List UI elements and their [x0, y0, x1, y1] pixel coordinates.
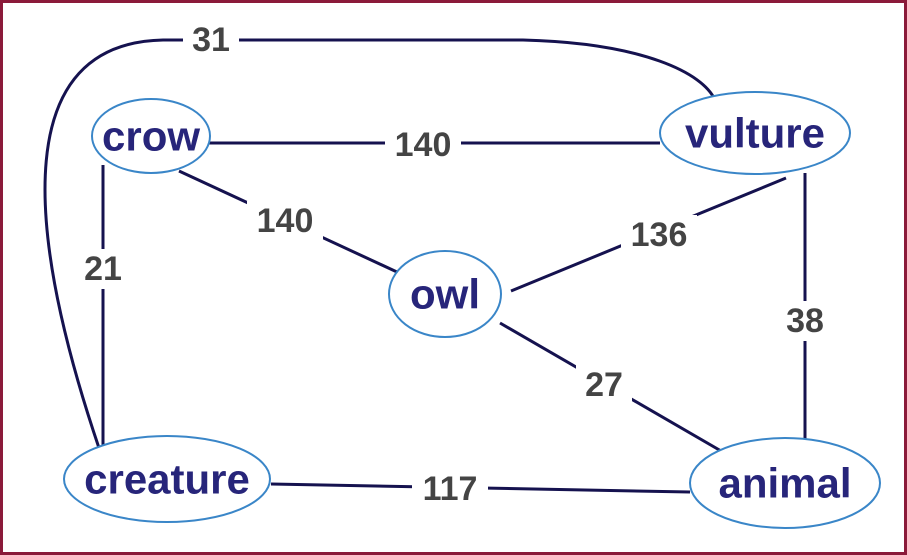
- graph-canvas: crow vulture owl creature animal 31 140 140 136 2…: [43, 20, 881, 529]
- node-crow: crow: [91, 98, 211, 174]
- edge-weight-owl-animal: 27: [585, 366, 623, 404]
- node-owl: owl: [388, 250, 502, 338]
- edge-weight-creature-animal: 117: [423, 470, 478, 508]
- edge-weight-background: [75, 249, 131, 289]
- node-label-creature: creature: [84, 456, 250, 503]
- edge-weight-crow-vulture: 140: [395, 126, 452, 164]
- node-ellipse-creature: [63, 435, 271, 523]
- node-vulture: vulture: [659, 91, 851, 175]
- node-label-vulture: vulture: [685, 110, 825, 157]
- edge-weight-owl-vulture: 136: [631, 216, 688, 254]
- edge-weight-background: [576, 365, 632, 405]
- edge-weights-layer: 31 140 140 136 21 38 27 117: [75, 20, 833, 509]
- node-ellipse-vulture: [659, 91, 851, 175]
- node-ellipse-animal: [689, 437, 881, 529]
- node-animal: animal: [689, 437, 881, 529]
- edge-weight-background: [247, 201, 323, 241]
- edge-weight-background: [777, 301, 833, 341]
- node-label-owl: owl: [410, 271, 480, 318]
- edge-weight-background: [385, 125, 461, 165]
- edge-weight-crow-owl: 140: [257, 202, 314, 240]
- edge-weight-background: [621, 215, 697, 255]
- edge-weight-crow-creature: 21: [84, 250, 122, 288]
- node-ellipse-owl: [388, 250, 502, 338]
- edge-creature-vulture: [43, 38, 717, 449]
- edge-weight-background: [412, 469, 488, 509]
- edge-weight-background: [183, 20, 239, 60]
- edge-weight-vulture-animal: 38: [786, 302, 824, 340]
- node-ellipse-crow: [91, 98, 211, 174]
- node-label-animal: animal: [718, 460, 851, 507]
- node-creature: creature: [63, 435, 271, 523]
- node-label-crow: crow: [102, 113, 200, 160]
- nodes-layer: crow vulture owl creature animal: [63, 91, 881, 529]
- edge-weight-creature-vulture: 31: [192, 21, 230, 59]
